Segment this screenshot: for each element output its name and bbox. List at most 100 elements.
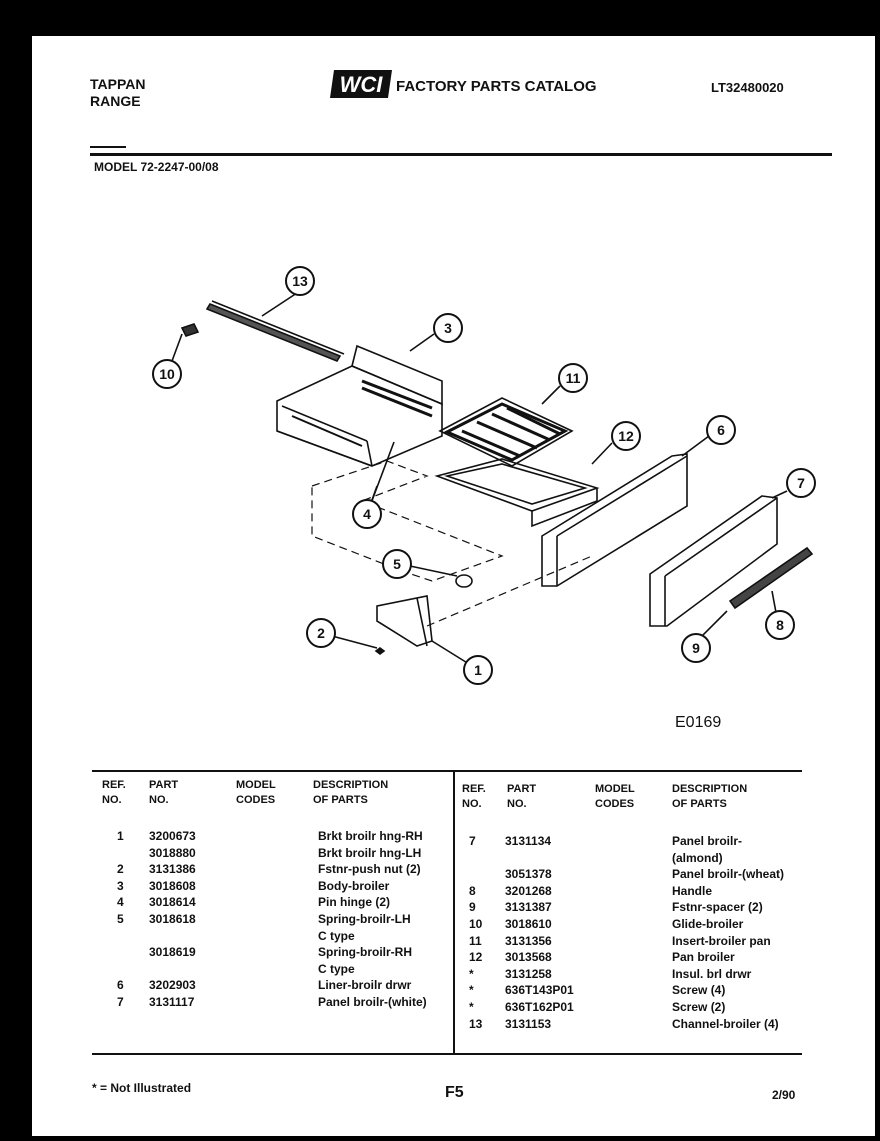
table-cell-desc: Pin hinge (2) [318,895,390,910]
table-cell-ref: * [469,1000,474,1014]
callout-12: 12 [618,428,634,444]
table-cell-desc: C type [318,961,355,976]
handle [728,546,814,610]
table-cell-part: 3018618 [149,912,196,926]
header-rule [90,153,832,156]
table-cell-part: 3131117 [149,995,195,1009]
footnote: * = Not Illustrated [92,1081,192,1095]
table-cell-part: 3131153 [505,1016,552,1031]
table-cell-part: 3131356 [505,933,552,948]
table-cell-part: 3131386 [149,862,196,877]
header-ref-1: REF. [102,779,126,791]
table-cell-desc: Brkt broilr hng-RH [318,829,423,843]
revision-date: 2/90 [772,1088,796,1102]
table-cell-desc: Pan broiler [672,950,735,965]
table-cell-desc: Fstnr-spacer (2) [672,900,763,915]
table-cell-desc: Body-broiler [318,878,390,893]
header-desc-1: DESCRIPTION [313,779,389,791]
table-cell-ref: 7 [469,834,476,848]
callout-1: 1 [474,662,482,678]
table-cell-part: 3018610 [505,917,552,931]
callout-13: 13 [292,273,308,289]
callout-2: 2 [317,625,325,641]
catalog-title: FACTORY PARTS CATALOG [396,78,597,95]
table-cell-desc: Brkt broilr hng-LH [318,845,422,860]
channel-broiler [205,303,342,362]
table-cell-desc: Panel broilr-(white) [318,995,427,1009]
table-cell-desc: Panel broilr- [672,834,743,848]
table-cell-part: 3131134 [505,834,552,848]
table-cell-ref: 4 [117,895,124,910]
table-cell-ref: 13 [469,1016,483,1031]
table-cell-part: 3051378 [505,867,552,882]
table-cell-ref: 5 [117,912,124,926]
table-cell-ref: 7 [117,995,124,1009]
product-type: RANGE [90,93,141,109]
callout-7: 7 [797,475,805,491]
logo-text: WCI [340,72,384,97]
table-cell-part: 3013568 [505,950,552,965]
header-desc-2: OF PARTS [313,794,368,806]
catalog-page: TAPPAN RANGE WCI FACTORY PARTS CATALOG L… [32,36,875,1136]
table-bottom-rule [92,1053,802,1055]
brand-name: TAPPAN [90,76,146,92]
table-cell-desc: Panel broilr-(wheat) [672,867,785,882]
table-top-rule [92,770,802,772]
header-model-1: MODEL [236,779,276,791]
table-cell-desc: Insul. brl drwr [672,966,752,981]
table-cell-desc: Spring-broilr-LH [318,912,411,926]
table-cell-part: 3018619 [149,945,196,960]
table-cell-part: 3131258 [505,966,552,981]
exploded-parts-diagram: 13 10 3 11 12 6 4 7 5 2 1 9 8 [152,266,816,685]
table-cell-part: 3018880 [149,845,196,860]
table-cell-part: 3202903 [149,978,196,993]
table-cell-ref: 3 [117,878,124,893]
page-number: F5 [445,1084,464,1101]
document-id: LT32480020 [711,80,784,95]
header-part-2: NO. [149,794,169,806]
table-cell-part: 3200673 [149,829,196,843]
table-cell-desc: Channel-broiler (4) [672,1016,779,1031]
callout-10: 10 [159,366,175,382]
table-cell-desc: Insert-broiler pan [672,933,771,948]
table-cell-desc: Liner-broilr drwr [318,978,412,993]
table-cell-ref: 1 [117,829,124,843]
table-cell-desc: Screw (2) [672,1000,726,1014]
header-model-2: CODES [236,794,276,806]
table-cell-ref: 12 [469,950,483,965]
table-cell-ref: 9 [469,900,476,915]
header-rule-short [90,146,126,148]
pan-broiler [434,458,600,528]
table-cell-ref: 8 [469,883,476,898]
table-cell-desc: Glide-broiler [672,917,744,931]
table-cell-part: 3201268 [505,883,552,898]
callout-11: 11 [566,370,581,386]
table-cell-part: 3018614 [149,895,196,910]
liner-broiler-drawer [541,453,688,587]
callout-3: 3 [444,320,452,336]
table-cell-part: 636T162P01 [505,1000,574,1014]
table-cell-ref: 10 [469,917,483,931]
table-cell-desc: Screw (4) [672,983,726,998]
push-nut [374,647,386,655]
diagram-code: E0169 [675,714,722,731]
table-cell-desc: Spring-broilr-RH [318,945,412,960]
callout-6: 6 [717,422,725,438]
table-cell-ref: * [469,966,474,981]
wci-logo-icon: WCI [330,70,392,98]
table-cell-part: 3018608 [149,878,196,893]
table-cell-ref: * [469,983,474,998]
table-cell-ref: 11 [469,933,482,948]
table-cell-desc: Fstnr-push nut (2) [318,862,421,877]
table-cell-part: 636T143P01 [505,983,574,998]
callout-8: 8 [776,617,784,633]
table-cell-ref: 6 [117,978,124,993]
table-cell-desc: C type [318,928,355,943]
broiler-hinge-bracket [376,595,433,647]
header-part-1: PART [149,779,179,791]
table-cell-desc: Handle [672,883,713,898]
panel-broiler [649,495,778,627]
table-cell-ref: 2 [117,862,124,877]
header-ref-2: NO. [102,794,122,806]
body-broiler [276,344,443,467]
